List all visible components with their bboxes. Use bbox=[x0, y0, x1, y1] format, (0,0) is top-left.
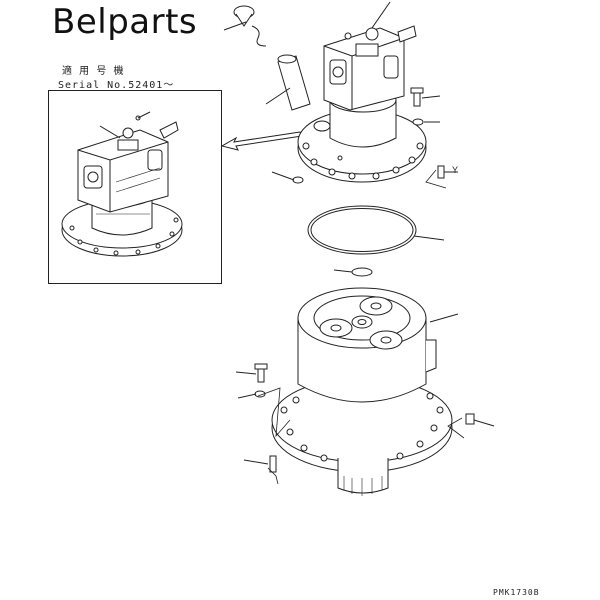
side-mark: Y bbox=[452, 165, 459, 175]
o-ring bbox=[307, 205, 445, 277]
applicability-label: 適 用 号 機 bbox=[62, 66, 126, 77]
serial-number-label: Serial No.52401～ bbox=[58, 80, 175, 91]
lower-gear-housing bbox=[271, 287, 459, 496]
drawing-code: PMK1730B bbox=[493, 588, 540, 597]
top-bolts bbox=[271, 87, 458, 189]
breather-plug-part bbox=[223, 5, 267, 47]
inset-frame bbox=[48, 90, 222, 284]
lower-bolts-and-pins bbox=[235, 363, 495, 485]
arrow-to-inset bbox=[220, 131, 303, 151]
upper-motor-assembly bbox=[297, 1, 427, 183]
inset-motor-drawing bbox=[61, 111, 183, 257]
pipe-sleeve-part bbox=[265, 54, 311, 111]
brand-logo: Belparts bbox=[52, 2, 198, 42]
